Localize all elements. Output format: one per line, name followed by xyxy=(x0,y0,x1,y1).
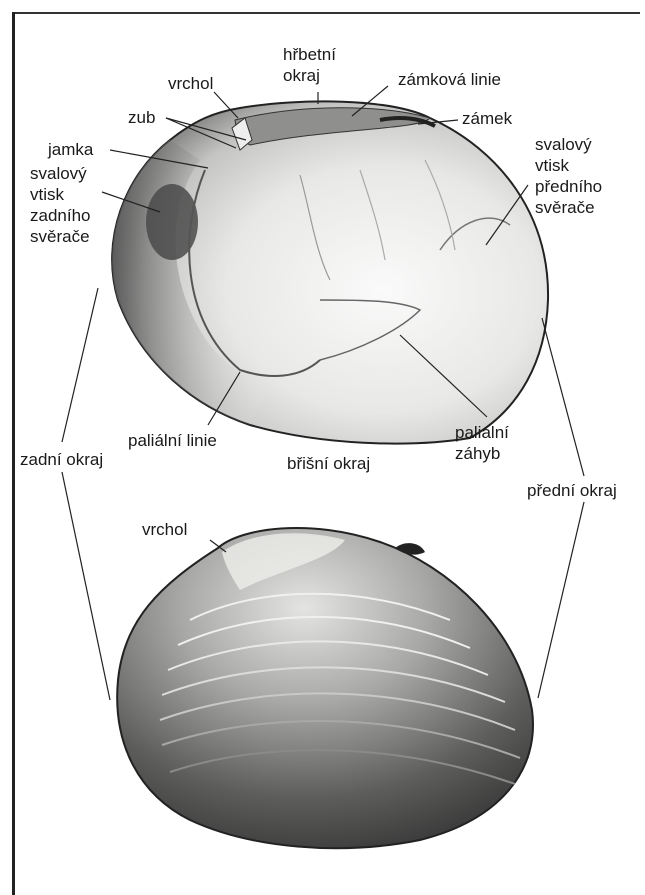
leader-predni-bottom xyxy=(538,502,584,698)
label-zamek: zámek xyxy=(462,108,512,129)
leader-zadni-top xyxy=(62,288,98,442)
label-zamkova-linie: zámková linie xyxy=(398,69,501,90)
label-svalovy-predni-line-3: předního xyxy=(535,176,602,197)
label-brisni-okraj: břišní okraj xyxy=(287,453,370,474)
label-palialni-zahyb-line-1: paliální xyxy=(455,422,509,443)
label-svalovy-predni-line-2: vtisk xyxy=(535,155,602,176)
leader-zadni-bottom xyxy=(62,472,110,700)
label-predni-okraj: přední okraj xyxy=(527,480,617,501)
label-svalovy-zadni-line-2: vtisk xyxy=(30,184,91,205)
label-svalovy-vtisk-zadniho: svalový vtisk zadního svěrače xyxy=(30,163,91,247)
label-svalovy-zadni-line-4: svěrače xyxy=(30,226,91,247)
label-hrbetni-okraj: hřbetní okraj xyxy=(283,44,336,86)
label-jamka: jamka xyxy=(48,139,93,160)
label-hrbetni-line-2: okraj xyxy=(283,65,336,86)
label-zub: zub xyxy=(128,107,155,128)
label-vrchol-top: vrchol xyxy=(168,73,213,94)
label-svalovy-zadni-line-3: zadního xyxy=(30,205,91,226)
label-svalovy-vtisk-predniho: svalový vtisk předního svěrače xyxy=(535,134,602,218)
label-svalovy-predni-line-4: svěrače xyxy=(535,197,602,218)
label-palialni-linie: paliální linie xyxy=(128,430,217,451)
label-palialni-zahyb-line-2: záhyb xyxy=(455,443,509,464)
label-palialni-zahyb: paliální záhyb xyxy=(455,422,509,464)
outer-valve xyxy=(117,528,533,848)
leader-predni-top xyxy=(542,318,584,476)
inner-valve xyxy=(112,101,548,443)
label-zadni-okraj: zadní okraj xyxy=(20,449,103,470)
label-svalovy-zadni-line-1: svalový xyxy=(30,163,91,184)
label-vrchol-bottom: vrchol xyxy=(142,519,187,540)
label-svalovy-predni-line-1: svalový xyxy=(535,134,602,155)
label-hrbetni-line-1: hřbetní xyxy=(283,44,336,65)
